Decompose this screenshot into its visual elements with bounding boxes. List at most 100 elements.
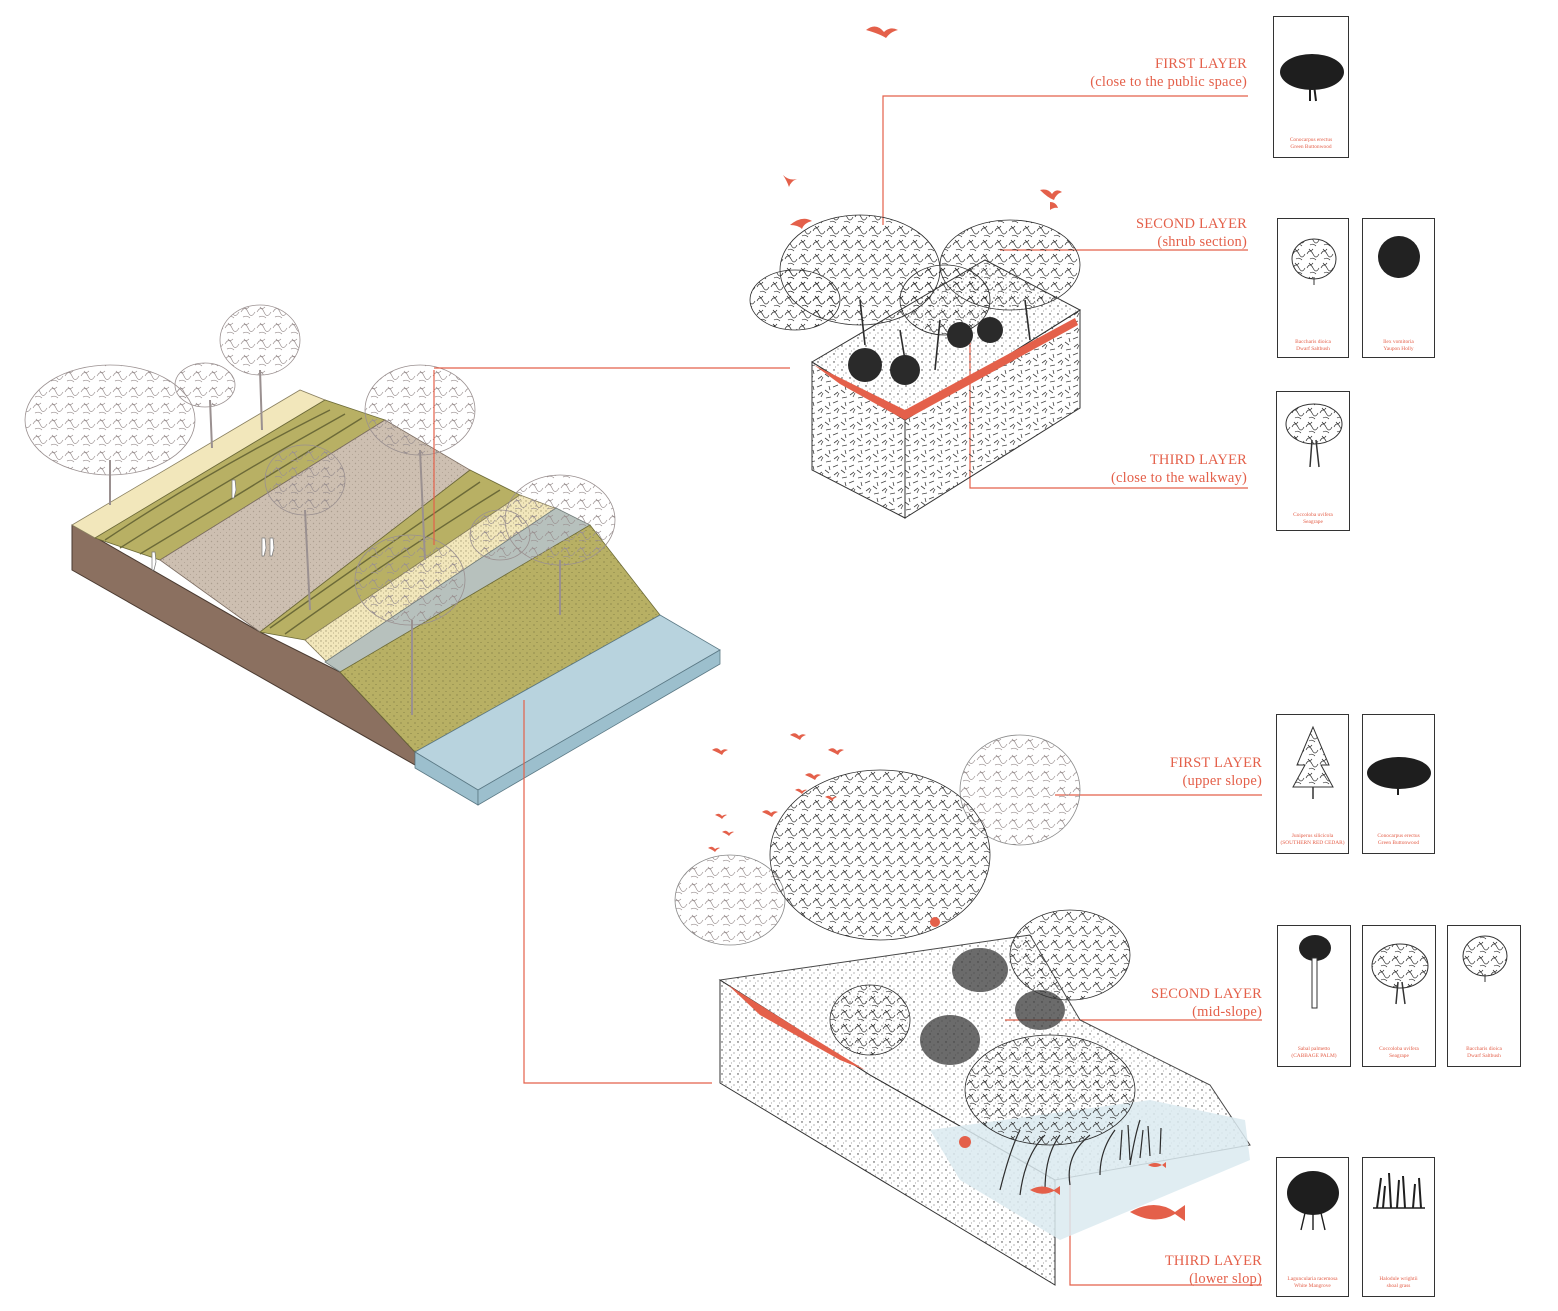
species-scientific-name: Halodule wrightii [1379,1276,1418,1282]
species-card: Conocarpus erectus Green Buttonwood [1362,714,1435,854]
species-common-name: Green Buttonwood [1290,144,1332,150]
layer-subtitle: (lower slop) [1189,1271,1262,1287]
crab-icon [959,1136,971,1148]
species-common-name: Seagrape [1303,519,1323,525]
upper-third-layer-label: THIRD LAYER (close to the walkway) [1111,451,1247,487]
bird-icon [1050,202,1058,210]
dark-shrub [920,1015,980,1065]
crab-icon [930,917,940,927]
tree-canopy [829,984,911,1056]
species-common-name: White Mangrove [1294,1283,1331,1289]
bird-icon [825,795,837,801]
bird-icon [708,846,720,852]
shrub-icon [1291,238,1337,285]
tree-canopy [469,509,531,561]
tree-icon [1371,943,1429,1005]
species-scientific-name: Sabal palmetto [1297,1046,1331,1052]
bird-icon [866,26,898,38]
layer-subtitle: (close to the public space) [1090,74,1247,90]
tree-canopy [959,734,1081,846]
bird-icon [712,748,728,755]
species-scientific-name: Coccoloba uvifera [1379,1046,1419,1052]
shrub-icon [1462,935,1508,982]
lower-third-layer-label: THIRD LAYER (lower slop) [1165,1252,1262,1288]
species-card: Ilex vomitoria Yaupon Holly [1362,218,1435,358]
palm-icon [1299,935,1331,1009]
tree-canopy [264,444,346,516]
tree-canopy [749,269,841,331]
dark-shrub [890,355,920,385]
bird-icon [805,773,821,780]
tree-canopy [174,362,236,408]
bird-icon [795,788,807,794]
mangrove-roots [999,1119,1162,1196]
leader-upper-block [433,367,790,545]
upper-first-layer-label: FIRST LAYER (close to the public space) [1090,55,1247,91]
species-scientific-name: Baccharis dioica [1295,339,1331,345]
species-common-name: (SOUTHERN RED CEDAR) [1280,840,1345,846]
tree-canopy [674,854,786,946]
species-card: Coccoloba uvifera Seagrape [1362,925,1436,1067]
tree-canopy [1009,909,1131,1001]
species-scientific-name: Baccharis dioica [1466,1046,1502,1052]
mangrove-icon [1287,1171,1339,1231]
lower-first-layer-label: FIRST LAYER (upper slope) [1170,754,1262,790]
bird-icon [790,733,806,740]
species-card: Sabal palmetto (CABBAGE PALM) [1277,925,1351,1067]
tree-canopy [769,769,991,941]
person-figure [261,537,267,557]
species-common-name: Green Buttonwood [1377,840,1420,846]
dark-shrub [952,948,1008,992]
person-figure [231,479,237,499]
species-common-name: (CABBAGE PALM) [1291,1053,1337,1059]
dark-shrub [977,317,1003,343]
layer-subtitle: (shrub section) [1157,234,1247,250]
species-card: Conocarpus erectus Green Buttonwood [1273,16,1349,158]
species-scientific-name: Laguncularia racemosa [1287,1276,1338,1282]
person-figure [151,551,157,571]
dark-shrub [848,348,882,382]
species-scientific-name: Juniperus silicicola [1291,833,1334,839]
bird-icon [783,175,797,187]
fish-icon [1030,1186,1060,1195]
bird-icon [828,748,844,755]
layer-subtitle: (close to the walkway) [1110,470,1247,486]
tree-canopy [364,364,476,456]
tree-icon [1285,403,1343,468]
lower-detail-block [674,733,1251,1286]
bird-icon [790,218,812,229]
grass-icon [1373,1172,1425,1209]
tree-canopy [24,364,196,476]
tree-canopy-icon [1280,54,1344,102]
species-scientific-name: Conocarpus erectus [1289,137,1333,143]
species-card: Baccharis dioica Dwarf Saltbush [1447,925,1521,1067]
bird-icon [762,810,778,817]
species-card: Baccharis dioica Dwarf Saltbush [1277,218,1349,358]
person-figure [269,537,275,557]
conifer-icon [1292,725,1334,799]
leader-lower-block [523,700,712,1084]
tree-canopy [354,534,466,626]
leader-upper-first [882,95,1248,225]
round-shrub-icon [1378,236,1420,278]
species-scientific-name: Conocarpus erectus [1377,833,1420,839]
upper-second-layer-label: SECOND LAYER (shrub section) [1136,215,1247,251]
species-card: Juniperus silicicola (SOUTHERN RED CEDAR… [1276,714,1349,854]
layer-title: FIRST LAYER [1154,56,1247,72]
species-common-name: Dwarf Saltbush [1296,346,1330,352]
layer-title: FIRST LAYER [1169,755,1262,771]
species-common-name: Seagrape [1389,1053,1409,1059]
fish-icon [1148,1162,1166,1168]
layer-title: SECOND LAYER [1150,986,1262,1002]
layer-title: THIRD LAYER [1149,452,1247,468]
upper-detail-block [749,26,1082,519]
mangrove-canopy [964,1034,1136,1146]
layer-subtitle: (mid-slope) [1192,1004,1262,1020]
bird-icon [722,830,734,836]
species-card: Laguncularia racemosa White Mangrove [1276,1157,1349,1297]
bird-icon [1040,189,1062,200]
species-card: Halodule wrightii shoal grass [1362,1157,1435,1297]
tree-canopy [219,304,301,376]
species-common-name: shoal grass [1386,1283,1411,1289]
